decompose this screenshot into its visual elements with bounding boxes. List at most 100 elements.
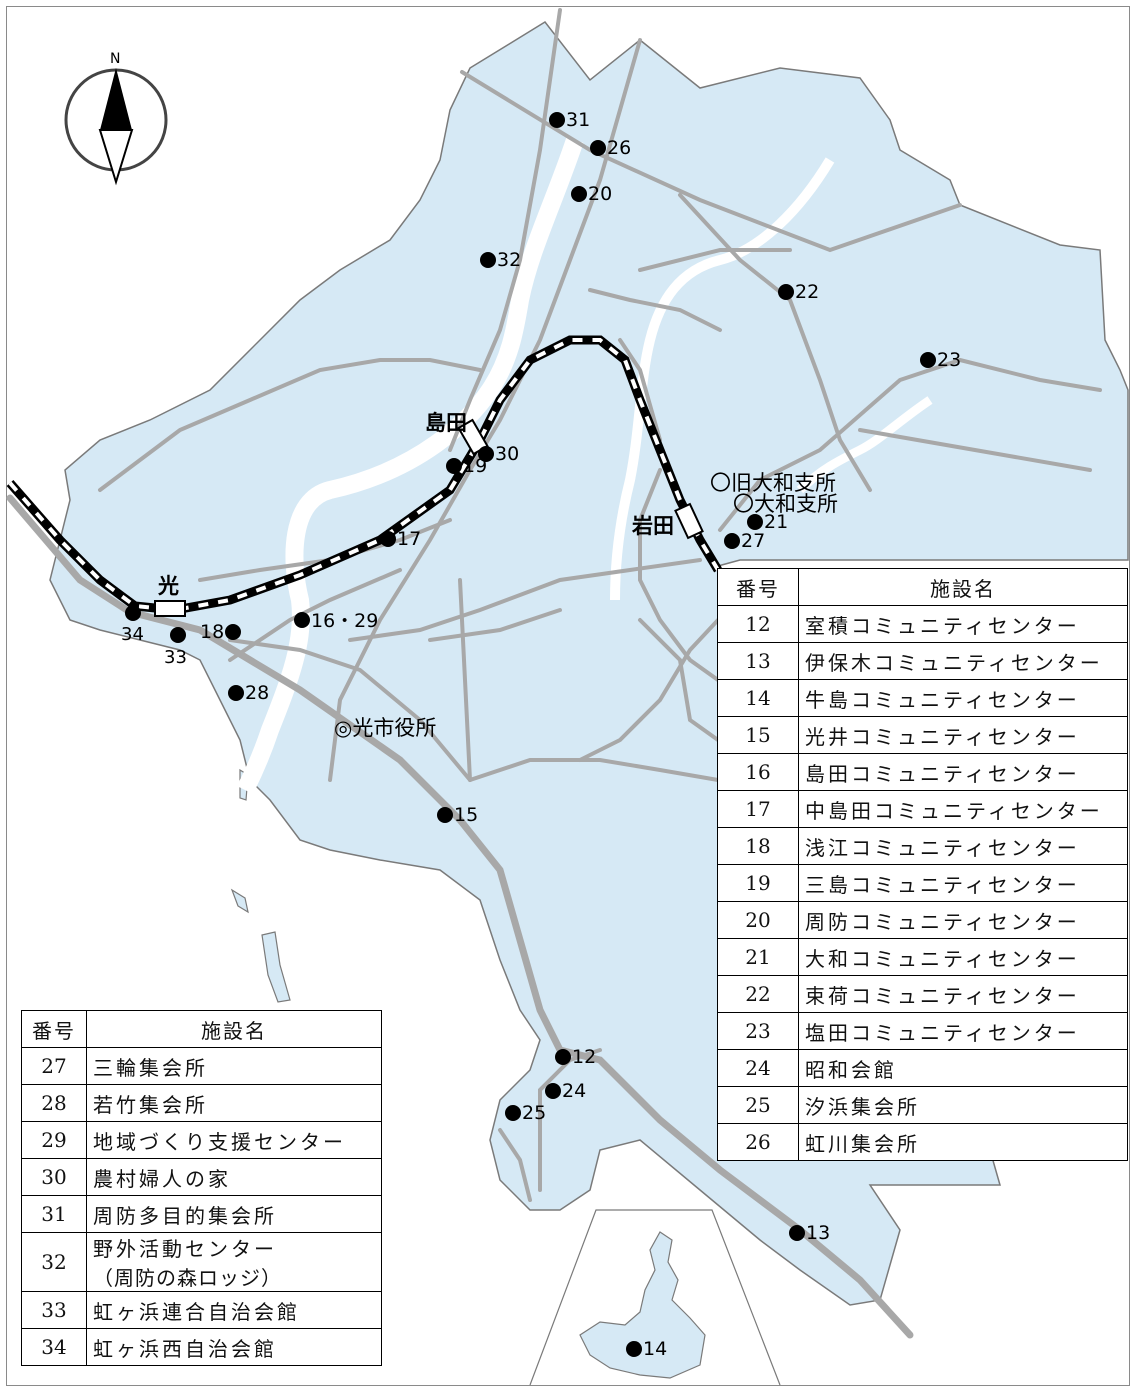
facility-23[interactable]: 23 [920,349,961,371]
facility-17[interactable]: 17 [380,528,421,550]
facility-number: 25 [522,1102,547,1124]
legend-row-name: 島田コミュニティセンター [798,753,1128,791]
legend-row-number: 12 [717,605,799,643]
legend-row-name: 束荷コミュニティセンター [798,975,1128,1013]
facility-13[interactable]: 13 [789,1222,830,1244]
legend-row-number: 22 [717,975,799,1013]
facility-26[interactable]: 26 [590,137,631,159]
legend-row-number: 30 [21,1158,87,1196]
facility-12[interactable]: 12 [555,1046,596,1068]
facility-number: 32 [497,249,522,271]
river-main [236,137,584,795]
legend-row-name: 周防多目的集会所 [86,1195,382,1233]
facility-dot [747,514,763,530]
legend-row-name: 塩田コミュニティセンター [798,1012,1128,1050]
legend-row-name: 野外活動センター（周防の森ロッジ） [86,1232,382,1292]
facility-dot [480,252,496,268]
facility-30[interactable]: 30 [478,443,519,465]
legend-row-number: 23 [717,1012,799,1050]
facility-22[interactable]: 22 [778,281,819,303]
legend-row-number: 25 [717,1086,799,1124]
facility-dot [920,352,936,368]
facility-dot [437,807,453,823]
facility-dot [724,533,740,549]
legend-row-number: 20 [717,901,799,939]
roads [98,8,1102,1202]
facility-14[interactable]: 14 [626,1338,667,1360]
legend-row-number: 34 [21,1328,87,1366]
station-hikari-label: 光 [158,574,179,598]
legend-row-name-line: 野外活動センター [93,1237,277,1261]
facility-dot [549,112,565,128]
facility-25[interactable]: 25 [505,1102,546,1124]
facility-28[interactable]: 28 [228,682,269,704]
facility-33-dot[interactable] [170,627,186,643]
legend-row-name: 浅江コミュニティセンター [798,827,1128,865]
facility-dot [778,284,794,300]
legend-row-name: 若竹集会所 [86,1084,382,1122]
facility-31[interactable]: 31 [549,109,590,131]
legend-row-number: 14 [717,679,799,717]
facility-34-dot[interactable] [125,605,141,621]
legend-row-name: 汐浜集会所 [798,1086,1128,1124]
legend-row-number: 32 [21,1232,87,1292]
legend-row-name: 室積コミュニティセンター [798,605,1128,643]
facility-number: 15 [454,804,479,826]
facility-32[interactable]: 32 [480,249,521,271]
legend-row-number: 13 [717,642,799,680]
compass-icon [64,68,168,186]
legend-row-name: 三島コミュニティセンター [798,864,1128,902]
facility-dot [478,446,494,462]
legend-row-number: 29 [21,1121,87,1159]
legend-row-number: 16 [717,753,799,791]
legend-header-name: 施設名 [86,1010,382,1048]
facility-15[interactable]: 15 [437,804,478,826]
facility-number: 28 [245,682,270,704]
facility-dot [555,1049,571,1065]
facility-number: 17 [397,528,422,550]
facility-dot [545,1083,561,1099]
facility-number: 14 [643,1338,668,1360]
facility-number: 19 [463,455,488,477]
facility-18[interactable]: 18 [200,621,242,643]
facility-24[interactable]: 24 [545,1080,586,1102]
legend-row-name: 虹川集会所 [798,1123,1128,1161]
island-small-2 [261,931,291,1003]
legend-row-name: 周防コミュニティセンター [798,901,1128,939]
facility-27[interactable]: 27 [724,530,765,552]
facility-21[interactable]: 21 [747,511,788,533]
facility-number: 21 [764,511,789,533]
facility-20[interactable]: 20 [571,183,612,205]
legend-row-number: 15 [717,716,799,754]
facility-dot [228,685,244,701]
legend-row-name: 昭和会館 [798,1049,1128,1087]
facility-number: 18 [200,621,225,643]
facility-16-29[interactable]: 16・29 [294,606,378,633]
facility-19[interactable]: 19 [446,455,487,477]
branch-label: 〇大和支所 [733,492,838,516]
facility-dot [294,611,310,628]
legend-row-number: 33 [21,1291,87,1329]
legend-row-number: 24 [717,1049,799,1087]
legend-row-name: 虹ヶ浜西自治会館 [86,1328,382,1366]
legend-row-number: 31 [21,1195,87,1233]
river-east [610,157,835,601]
